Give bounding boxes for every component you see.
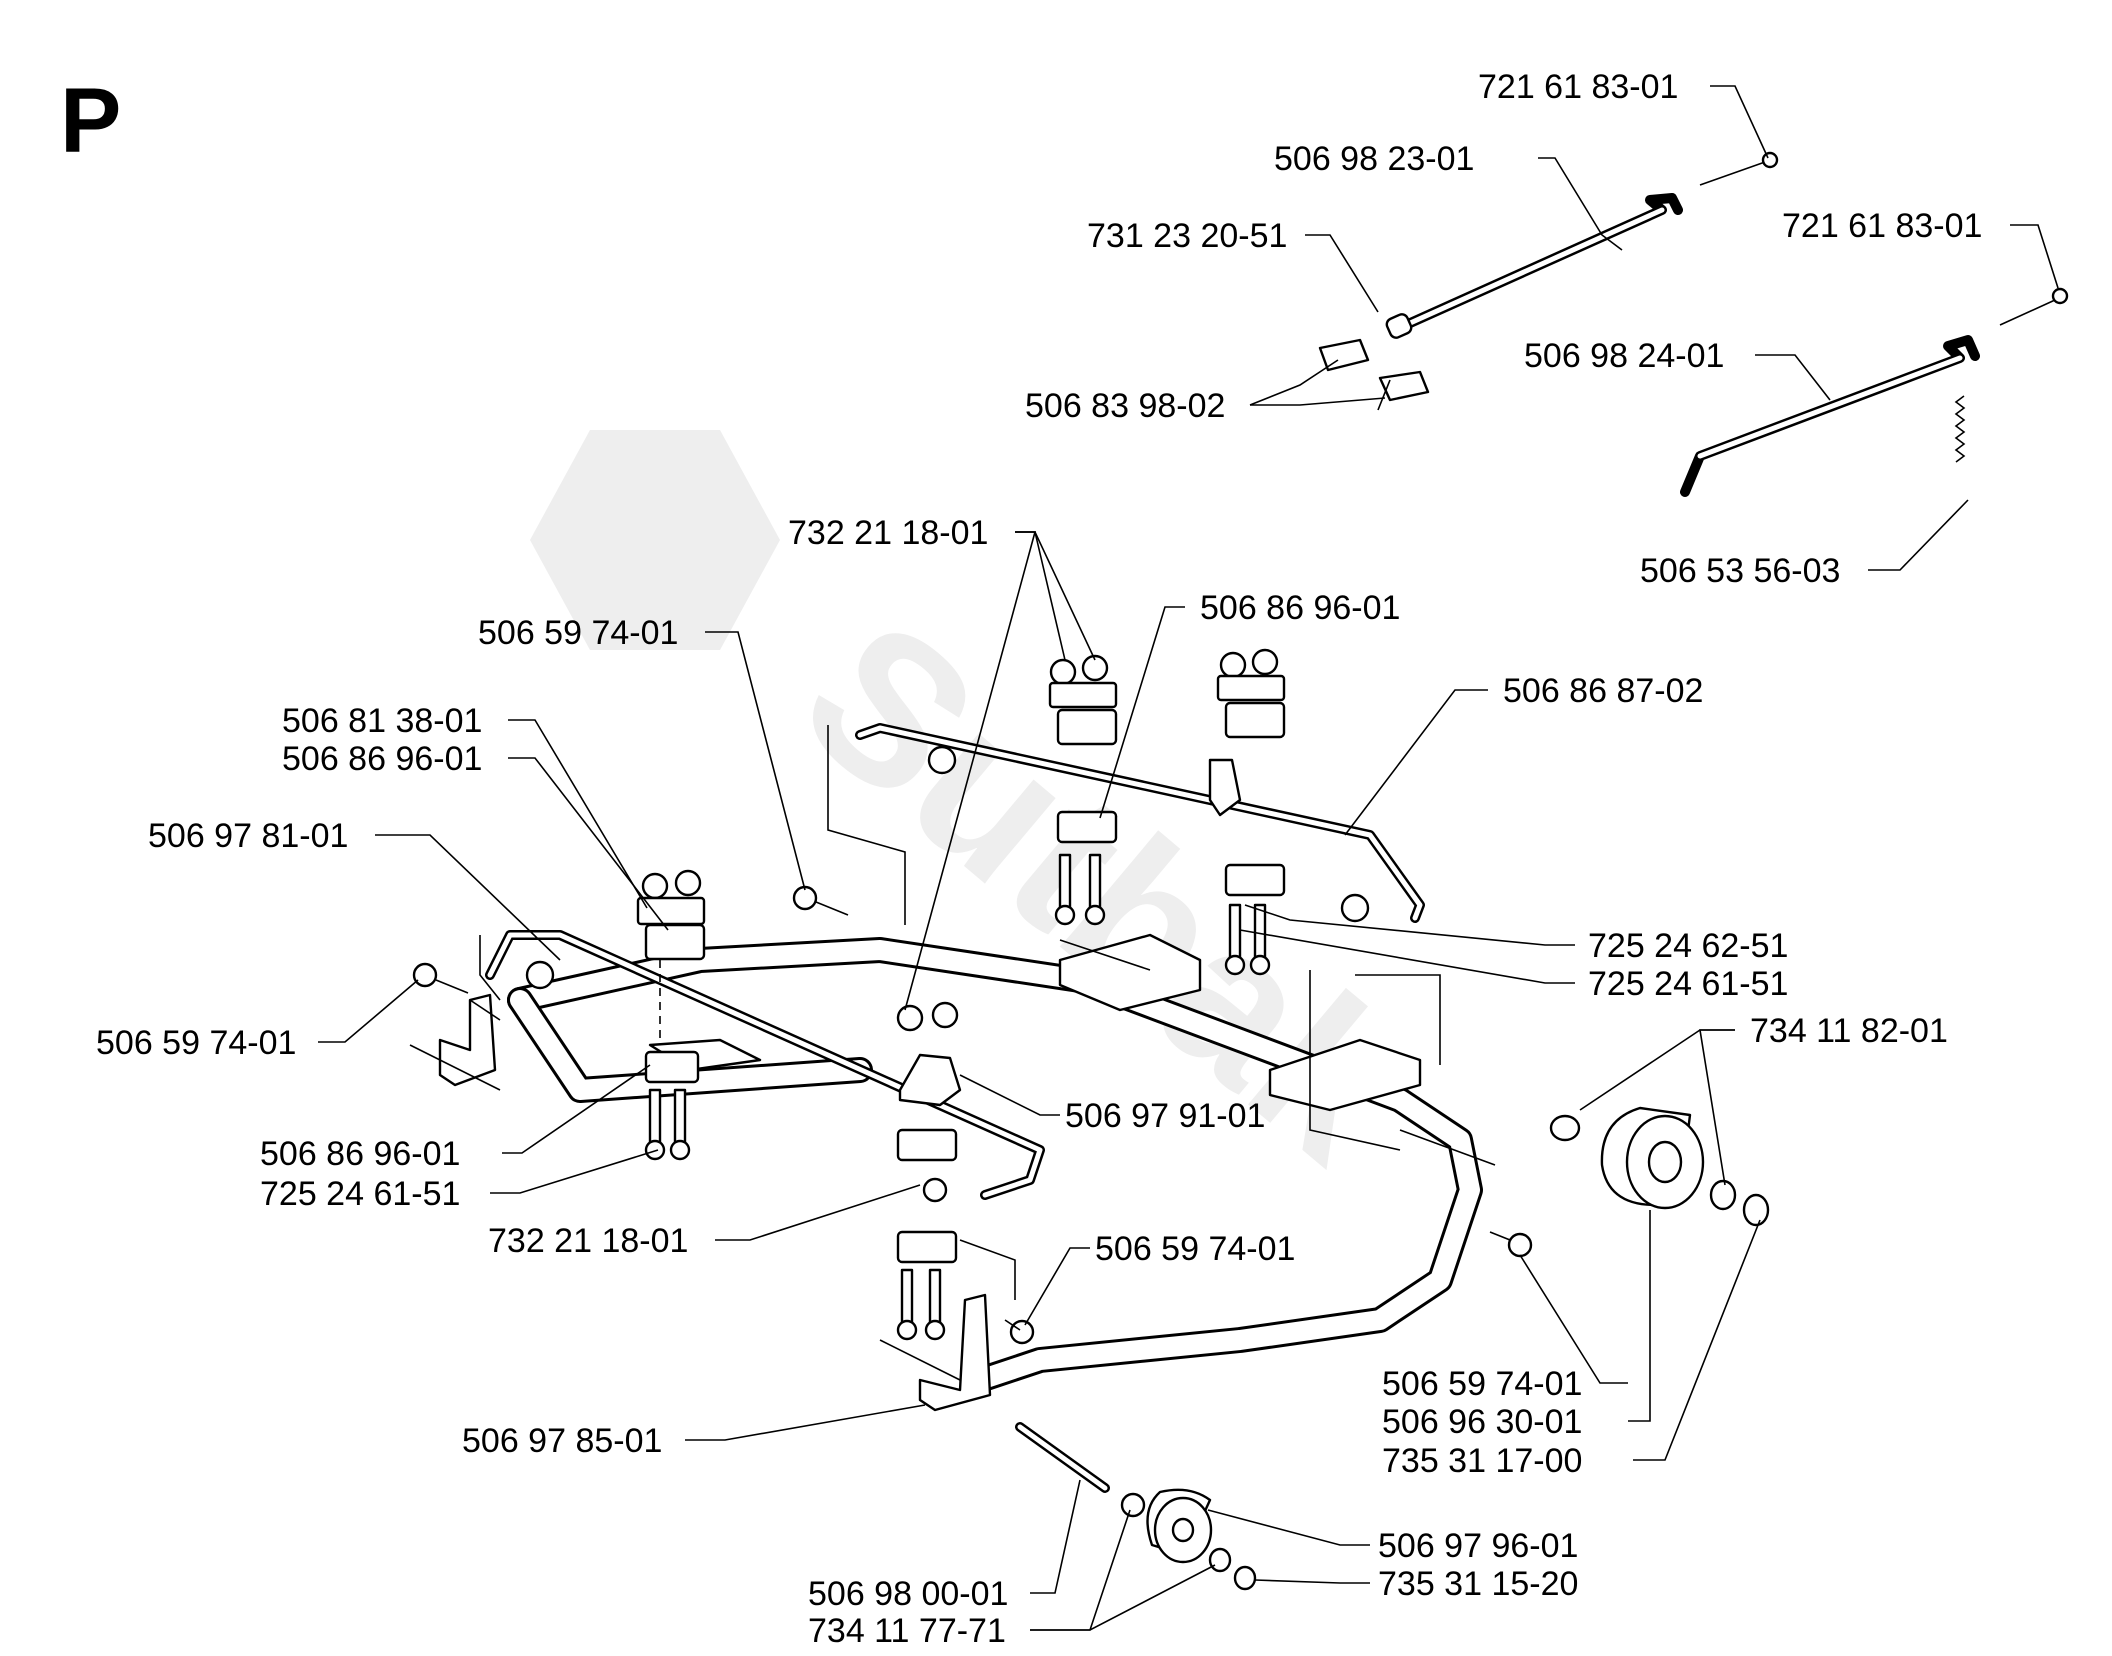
part-label: 735 31 15-20 — [1378, 1565, 1578, 1603]
part-label: 734 11 82-01 — [1750, 1012, 1948, 1050]
left-bracket — [409, 993, 501, 1091]
axle-bracket-right — [1268, 1038, 1496, 1166]
watermark-logo-icon — [530, 430, 780, 650]
part-label: 506 86 87-02 — [1503, 672, 1703, 710]
part-label: 506 59 74-01 — [96, 1024, 296, 1062]
second-rod-assembly — [1680, 287, 2069, 497]
part-label: 732 21 18-01 — [788, 514, 988, 552]
axle-bracket-upper — [1058, 933, 1202, 1012]
part-label: 721 61 83-01 — [1478, 68, 1678, 106]
part-label: 506 59 74-01 — [1382, 1365, 1582, 1403]
part-label: 506 83 98-02 — [1025, 387, 1225, 425]
clamp-stack-mid-upper — [1048, 654, 1118, 926]
fasteners — [412, 745, 1533, 1345]
part-label: 734 11 77-71 — [808, 1612, 1006, 1650]
part-label: 506 98 00-01 — [808, 1575, 1008, 1613]
part-label: 506 96 30-01 — [1382, 1403, 1582, 1441]
part-label: 732 21 18-01 — [488, 1222, 688, 1260]
upper-rod-assembly — [1318, 151, 1779, 411]
part-label: 506 86 96-01 — [1200, 589, 1400, 627]
part-label: 731 23 20-51 — [1087, 217, 1287, 255]
part-labels: 721 61 83-01 506 98 23-01 731 23 20-51 7… — [96, 68, 1982, 1650]
right-wheel — [1549, 1106, 1770, 1227]
part-label: 721 61 83-01 — [1782, 207, 1982, 245]
part-label: 506 86 96-01 — [260, 1135, 460, 1173]
part-label: 506 98 23-01 — [1274, 140, 1474, 178]
crossbar — [485, 930, 1045, 1200]
middle-bracket — [648, 1038, 962, 1107]
assembly-lines — [479, 725, 1441, 1300]
leader-lines — [318, 85, 2059, 1631]
part-label: 506 98 24-01 — [1524, 337, 1724, 375]
part-label: 725 24 62-51 — [1588, 927, 1788, 965]
clamp-stack-left — [636, 869, 706, 1161]
part-label: 506 81 38-01 — [282, 702, 482, 740]
part-label: 506 97 81-01 — [148, 817, 348, 855]
part-label: 725 24 61-51 — [260, 1175, 460, 1213]
parts-artwork — [409, 151, 2069, 1591]
part-label: 725 24 61-51 — [1588, 965, 1788, 1003]
part-label: 506 86 96-01 — [282, 740, 482, 778]
part-label: 506 97 96-01 — [1378, 1527, 1578, 1565]
upper-bar — [855, 723, 1425, 923]
part-label: 506 53 56-03 — [1640, 552, 1840, 590]
part-label: 506 59 74-01 — [478, 614, 678, 652]
part-label: 735 31 17-00 — [1382, 1442, 1582, 1480]
part-label: 506 59 74-01 — [1095, 1230, 1295, 1268]
clamp-stack-lower-mid — [896, 1001, 959, 1341]
part-label: 506 97 85-01 — [462, 1422, 662, 1460]
clamp-stack-right-upper — [1216, 648, 1286, 976]
section-letter: P — [60, 70, 121, 172]
right-bracket — [879, 1293, 992, 1412]
part-label: 506 97 91-01 — [1065, 1097, 1265, 1135]
lower-wheel — [1015, 1422, 1257, 1591]
frame-tube — [507, 937, 1483, 1393]
